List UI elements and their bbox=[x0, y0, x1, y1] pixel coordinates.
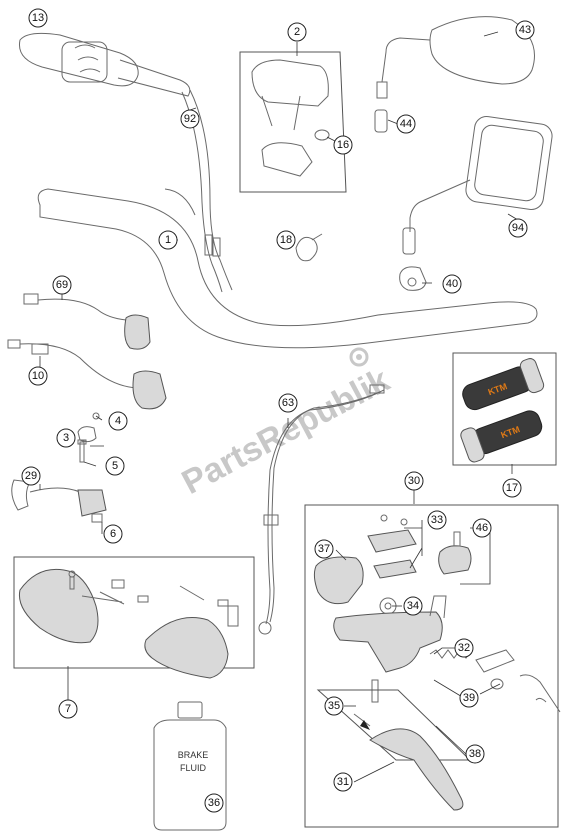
throttle-cables bbox=[181, 89, 233, 293]
svg-text:36: 36 bbox=[208, 797, 220, 809]
svg-text:31: 31 bbox=[337, 776, 349, 788]
callout-6: 6 bbox=[103, 524, 123, 544]
hot-start-cable bbox=[258, 384, 385, 635]
svg-text:3: 3 bbox=[63, 432, 69, 444]
callout-94: 94 bbox=[508, 218, 528, 238]
callout-40: 40 bbox=[442, 274, 462, 294]
mirror-rectangular bbox=[402, 116, 553, 255]
svg-text:16: 16 bbox=[337, 139, 349, 151]
grip-set-box: KTM KTM bbox=[452, 352, 557, 466]
callout-4: 4 bbox=[108, 411, 128, 431]
callout-34: 34 bbox=[403, 596, 423, 616]
callout-5: 5 bbox=[105, 456, 125, 476]
callout-31: 31 bbox=[333, 772, 353, 792]
svg-text:1: 1 bbox=[165, 234, 171, 246]
leader-lines bbox=[39, 31, 519, 783]
clutch-switch-cable bbox=[11, 479, 107, 523]
callout-92: 92 bbox=[180, 109, 200, 129]
svg-text:33: 33 bbox=[431, 514, 443, 526]
svg-text:17: 17 bbox=[506, 482, 518, 494]
callout-33: 33 bbox=[427, 510, 447, 530]
brake-fluid-bottle: BRAKE FLUID bbox=[153, 701, 227, 831]
watermark-gear-icon bbox=[349, 347, 369, 367]
svg-text:6: 6 bbox=[110, 528, 116, 540]
callout-46: 46 bbox=[472, 518, 492, 538]
svg-text:7: 7 bbox=[65, 703, 71, 715]
svg-text:2: 2 bbox=[294, 26, 300, 38]
svg-text:34: 34 bbox=[407, 600, 419, 612]
svg-text:63: 63 bbox=[282, 397, 294, 409]
throttle-grip-assembly bbox=[18, 32, 191, 97]
callout-35: 35 bbox=[324, 696, 344, 716]
svg-text:13: 13 bbox=[32, 12, 44, 24]
svg-text:30: 30 bbox=[408, 475, 420, 487]
callout-18: 18 bbox=[276, 230, 296, 250]
watermark-text: PartsRepublik bbox=[176, 361, 396, 502]
light-switch-with-cable bbox=[7, 339, 167, 410]
callout-7: 7 bbox=[58, 699, 78, 719]
bottle-label-line2: FLUID bbox=[180, 763, 207, 773]
callout-69: 69 bbox=[52, 275, 72, 295]
callout-39: 39 bbox=[459, 688, 479, 708]
callout-17: 17 bbox=[502, 478, 522, 498]
svg-text:94: 94 bbox=[512, 222, 524, 234]
callout-29: 29 bbox=[21, 466, 41, 486]
svg-text:69: 69 bbox=[56, 279, 68, 291]
callout-32: 32 bbox=[454, 638, 474, 658]
callout-1: 1 bbox=[158, 230, 178, 250]
callout-63: 63 bbox=[278, 393, 298, 413]
brake-master-cylinder-box bbox=[304, 504, 561, 828]
mirror-right-top bbox=[374, 16, 535, 133]
mirror-clamp bbox=[399, 266, 427, 291]
svg-text:18: 18 bbox=[280, 234, 292, 246]
svg-text:38: 38 bbox=[469, 748, 481, 760]
svg-text:4: 4 bbox=[115, 415, 121, 427]
clamp-screw-set bbox=[77, 412, 100, 463]
bottle-label-line1: BRAKE bbox=[178, 750, 209, 760]
svg-text:44: 44 bbox=[400, 118, 412, 130]
svg-text:32: 32 bbox=[458, 642, 470, 654]
cable-clip bbox=[295, 233, 323, 262]
callout-30: 30 bbox=[404, 471, 424, 491]
svg-text:92: 92 bbox=[184, 113, 196, 125]
svg-text:10: 10 bbox=[32, 370, 44, 382]
callout-3: 3 bbox=[56, 428, 76, 448]
callout-37: 37 bbox=[314, 539, 334, 559]
svg-text:37: 37 bbox=[318, 543, 330, 555]
wiring-harness-kill-switch bbox=[23, 293, 151, 350]
svg-text:39: 39 bbox=[463, 692, 475, 704]
handguard-set-box bbox=[13, 556, 255, 679]
svg-text:35: 35 bbox=[328, 700, 340, 712]
svg-text:5: 5 bbox=[112, 460, 118, 472]
callout-13: 13 bbox=[28, 8, 48, 28]
callout-43: 43 bbox=[515, 20, 535, 40]
switch-assembly-box bbox=[239, 51, 347, 193]
callout-38: 38 bbox=[465, 744, 485, 764]
svg-text:40: 40 bbox=[446, 278, 458, 290]
svg-text:46: 46 bbox=[476, 522, 488, 534]
callout-2: 2 bbox=[287, 22, 307, 42]
handlebar bbox=[37, 188, 538, 349]
svg-text:43: 43 bbox=[519, 24, 531, 36]
svg-text:29: 29 bbox=[25, 470, 37, 482]
callout-16: 16 bbox=[333, 135, 353, 155]
watermark: PartsRepublik bbox=[176, 361, 396, 502]
callout-36: 36 bbox=[204, 793, 224, 813]
callout-44: 44 bbox=[396, 114, 416, 134]
callout-10: 10 bbox=[28, 366, 48, 386]
